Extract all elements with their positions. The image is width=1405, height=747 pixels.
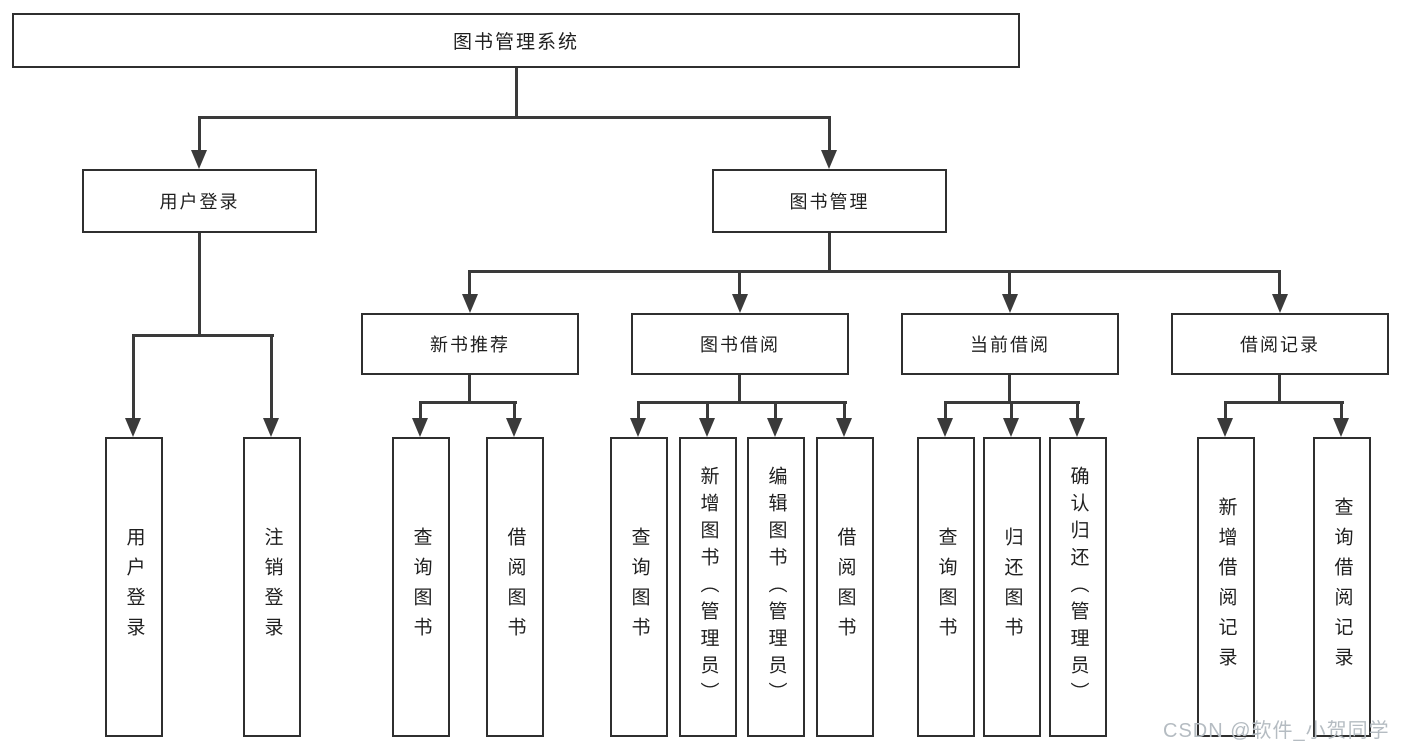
node-borrowing-records: 借阅记录 [1171,313,1389,375]
node-library-management-system: 图书管理系统 [12,13,1020,68]
node-new-book-recommend: 新书推荐 [361,313,579,375]
connector-line [468,375,471,404]
arrow-down-icon [462,294,478,313]
connector-line [198,233,201,337]
connector-line [198,116,201,152]
node-label: 借阅图书 [504,527,526,647]
node-label: 用户登录 [159,192,240,212]
node-bb-add-books-admin: 新增图书（管理员） [679,437,737,737]
connector-line [132,334,135,420]
node-br-add-record: 新增借阅记录 [1197,437,1255,737]
node-label: 确认归还（管理员） [1067,465,1089,709]
connector-line [1008,375,1011,404]
arrow-down-icon [191,150,207,169]
connector-line [468,270,471,297]
arrow-down-icon [1333,418,1349,437]
connector-line [468,270,1281,273]
node-bb-query-books: 查询图书 [610,437,668,737]
node-label: 图书管理系统 [452,32,579,53]
node-bb-borrow-books: 借阅图书 [816,437,874,737]
connector-line [513,401,516,420]
arrow-down-icon [767,418,783,437]
node-label: 归还图书 [1001,527,1023,647]
arrow-down-icon [1217,418,1233,437]
arrow-down-icon [263,418,279,437]
node-label: 新增借阅记录 [1215,497,1237,677]
connector-line [1278,270,1281,297]
connector-line [1010,401,1013,420]
connector-line [637,401,640,420]
node-label: 注销登录 [261,527,283,647]
connector-line [944,401,947,420]
arrow-down-icon [1272,294,1288,313]
connector-line [1224,401,1227,420]
node-bb-edit-books-admin: 编辑图书（管理员） [747,437,805,737]
node-label: 查询图书 [410,527,432,647]
node-label: 编辑图书（管理员） [765,465,787,709]
node-book-management: 图书管理 [712,169,947,233]
node-label: 图书借阅 [700,335,780,355]
node-logout: 注销登录 [243,437,301,737]
connector-line [270,334,273,420]
connector-line [738,375,741,404]
node-label: 借阅图书 [834,527,856,647]
node-cb-query-books: 查询图书 [917,437,975,737]
connector-line [828,233,831,273]
node-label: 图书管理 [789,192,870,212]
node-label: 借阅记录 [1240,335,1320,355]
node-label: 查询图书 [935,527,957,647]
connector-line [738,270,741,297]
node-br-query-record: 查询借阅记录 [1313,437,1371,737]
arrow-down-icon [125,418,141,437]
node-user-login-action: 用户登录 [105,437,163,737]
node-label: 用户登录 [123,527,145,647]
node-current-borrowing: 当前借阅 [901,313,1119,375]
arrow-down-icon [1003,418,1019,437]
connector-line [419,401,517,404]
arrow-down-icon [1069,418,1085,437]
arrow-down-icon [506,418,522,437]
connector-line [1224,401,1344,404]
connector-line [706,401,709,420]
connector-line [1278,375,1281,404]
node-book-borrowing: 图书借阅 [631,313,849,375]
arrow-down-icon [732,294,748,313]
node-label: 新增图书（管理员） [697,465,719,709]
node-user-login: 用户登录 [82,169,317,233]
watermark: CSDN @软件_小贺同学 [1163,720,1390,742]
arrow-down-icon [836,418,852,437]
node-nb-borrow-books: 借阅图书 [486,437,544,737]
arrow-down-icon [1002,294,1018,313]
arrow-down-icon [821,150,837,169]
connector-line [198,116,831,119]
node-label: 新书推荐 [430,335,510,355]
arrow-down-icon [937,418,953,437]
connector-line [515,68,518,119]
node-label: 当前借阅 [970,335,1050,355]
arrow-down-icon [699,418,715,437]
connector-line [637,401,847,404]
connector-line [132,334,274,337]
arrow-down-icon [630,418,646,437]
connector-line [1340,401,1343,420]
node-cb-return-books: 归还图书 [983,437,1041,737]
node-nb-query-books: 查询图书 [392,437,450,737]
connector-line [1076,401,1079,420]
connector-line [828,116,831,152]
connector-line [419,401,422,420]
node-label: 查询借阅记录 [1331,497,1353,677]
node-label: 查询图书 [628,527,650,647]
connector-line [1008,270,1011,297]
arrow-down-icon [412,418,428,437]
connector-line [774,401,777,420]
node-cb-confirm-return-admin: 确认归还（管理员） [1049,437,1107,737]
connector-line [843,401,846,420]
